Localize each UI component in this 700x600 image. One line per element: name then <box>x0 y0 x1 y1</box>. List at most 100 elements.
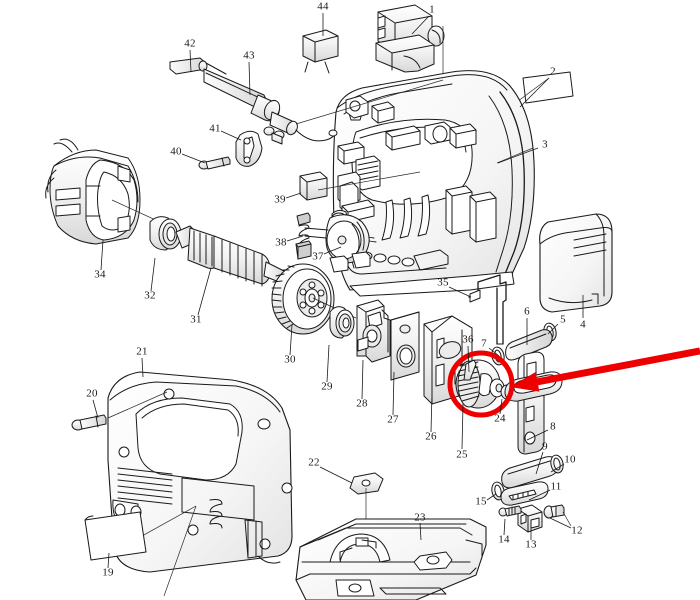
callout-number-11: 11 <box>550 480 562 493</box>
part-34-field-stator <box>45 138 161 245</box>
callout-number-4: 4 <box>580 318 586 331</box>
callout-number-39: 39 <box>274 193 286 206</box>
callout-number-2: 2 <box>550 65 556 78</box>
part-4-side-cover <box>539 213 613 313</box>
callout-leader-5 <box>547 323 559 335</box>
part-27-guide-plate <box>390 311 420 381</box>
callout-leader-25 <box>461 403 464 450</box>
callout-leader-28 <box>361 359 364 400</box>
callout-leader-14 <box>503 518 506 536</box>
callout-number-44: 44 <box>317 0 329 13</box>
callout-leader-11 <box>528 489 551 501</box>
callout-leader-39 <box>285 192 302 199</box>
callout-leader-37 <box>323 246 342 255</box>
callout-number-40: 40 <box>170 145 182 158</box>
callout-number-19: 19 <box>102 566 114 579</box>
part-12-screw <box>543 504 572 527</box>
callout-number-31: 31 <box>190 313 202 326</box>
callout-leader-24 <box>499 398 503 415</box>
callout-leader-26 <box>430 391 433 433</box>
callout-leader-15 <box>486 493 497 501</box>
roller-pin-group <box>263 126 285 145</box>
callout-leader-30 <box>289 324 293 356</box>
callout-number-9: 9 <box>542 440 548 453</box>
callout-leader-38 <box>286 235 304 242</box>
callout-number-43: 43 <box>243 49 255 62</box>
callout-number-25: 25 <box>456 448 468 461</box>
callout-number-7: 7 <box>481 337 487 350</box>
callout-leader-42 <box>189 49 192 73</box>
callout-leader-40 <box>181 153 206 164</box>
callout-number-26: 26 <box>425 430 437 443</box>
callout-leader-1 <box>411 15 430 35</box>
part-39-carbon-brush-holder <box>299 171 421 201</box>
callout-leader-8 <box>526 429 549 441</box>
callout-number-38: 38 <box>275 236 287 249</box>
part-38-carbon-brush-spring <box>295 212 312 260</box>
callout-leader-29 <box>326 344 330 383</box>
part-11-blade-clamp <box>500 481 549 506</box>
part-13-clamp-body <box>517 504 543 533</box>
callout-number-30: 30 <box>284 353 296 366</box>
callout-number-27: 27 <box>387 413 399 426</box>
callout-leader-36 <box>467 345 470 373</box>
callout-number-36: 36 <box>462 333 474 346</box>
callout-number-10: 10 <box>564 453 576 466</box>
part-32-ball-bearing <box>149 216 182 251</box>
callout-leader-9 <box>535 451 544 475</box>
part-44-terminal-block <box>302 29 339 74</box>
callout-leader-21 <box>141 357 144 378</box>
callout-number-29: 29 <box>321 380 333 393</box>
part-43-plunger-shaft <box>203 68 444 142</box>
callout-number-32: 32 <box>144 289 156 302</box>
part-1-switch-assembly <box>375 4 445 128</box>
callout-number-37: 37 <box>312 250 324 263</box>
callout-leader-22 <box>319 466 353 484</box>
callout-leader-19 <box>107 552 110 569</box>
callout-leader-2 <box>519 77 550 108</box>
part-2-nameplate <box>505 71 574 111</box>
callout-number-12: 12 <box>571 524 583 537</box>
part-14-screw <box>498 505 522 517</box>
callout-leader-41 <box>220 130 242 141</box>
part-29-needle-bearing <box>329 306 355 339</box>
callout-number-23: 23 <box>414 511 426 524</box>
part-22-insert-pad <box>349 472 384 545</box>
callout-number-28: 28 <box>356 397 368 410</box>
callout-leader-35 <box>448 286 472 298</box>
callout-number-34: 34 <box>94 268 106 281</box>
callout-leader-3 <box>497 147 539 164</box>
callout-leader-20 <box>92 399 99 419</box>
callout-leader-32 <box>150 257 156 292</box>
callout-number-6: 6 <box>524 305 530 318</box>
callout-number-42: 42 <box>184 37 196 50</box>
callout-number-3: 3 <box>542 138 548 151</box>
part-35-wire-clip <box>468 274 507 345</box>
callout-leader-31 <box>197 267 212 316</box>
callout-number-5: 5 <box>560 313 566 326</box>
callout-number-22: 22 <box>308 456 320 469</box>
callout-number-14: 14 <box>498 533 510 546</box>
callout-leader-7 <box>488 347 500 357</box>
callout-leader-10 <box>550 463 565 473</box>
callout-number-24: 24 <box>494 412 506 425</box>
callout-leader-23 <box>419 522 422 541</box>
part-20-screw <box>71 414 107 431</box>
callout-number-8: 8 <box>550 420 556 433</box>
callout-leader-43 <box>248 61 251 96</box>
callout-leader-12 <box>549 517 572 529</box>
part-23-base-plate <box>295 518 487 600</box>
callout-number-41: 41 <box>209 122 221 135</box>
part-30-driven-gear <box>271 263 357 335</box>
part-21-handle-housing <box>107 371 293 597</box>
part-28-crank-yoke <box>356 299 391 363</box>
callout-number-15: 15 <box>475 495 487 508</box>
callout-number-21: 21 <box>136 345 148 358</box>
callout-number-1: 1 <box>429 3 435 16</box>
callout-number-20: 20 <box>86 387 98 400</box>
part-42-guide-rod <box>169 57 227 75</box>
callout-leader-34 <box>100 239 104 271</box>
